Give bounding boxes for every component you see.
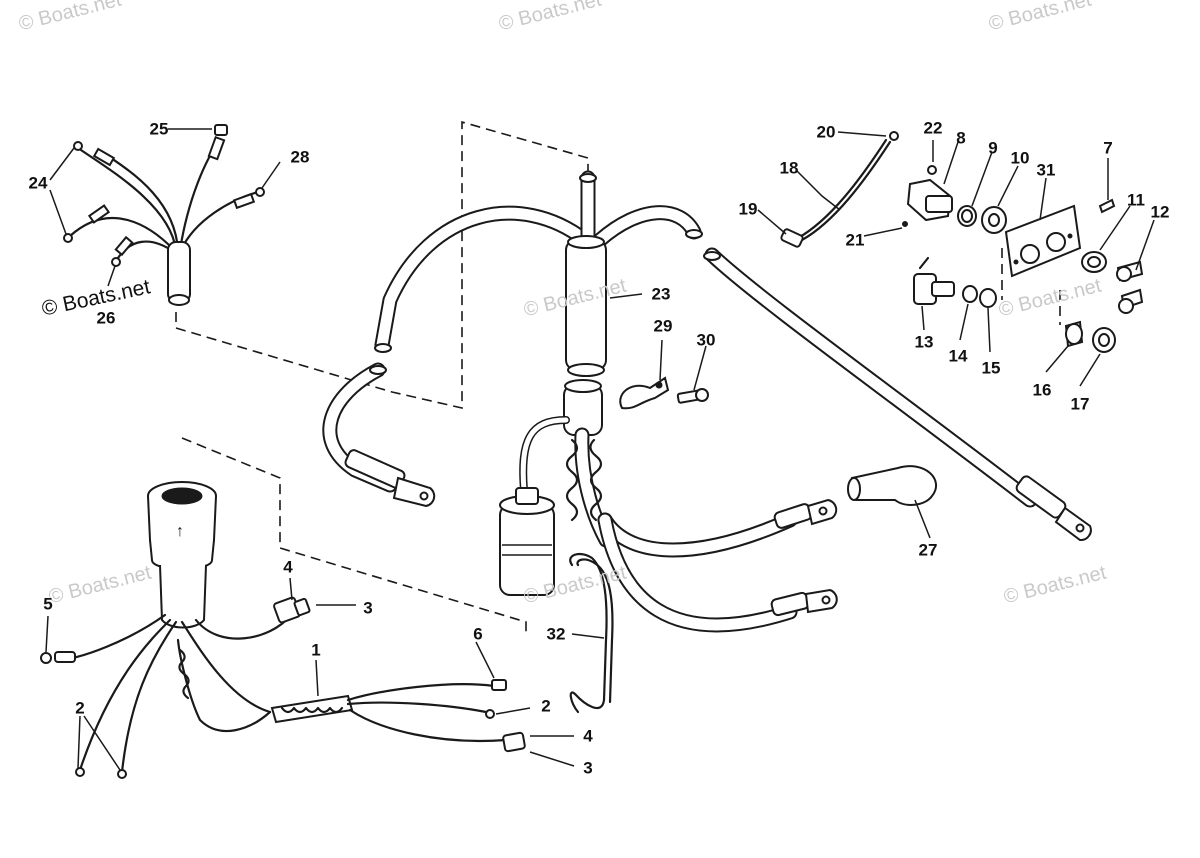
callout-30: 30 xyxy=(696,330,716,350)
cable-clamp xyxy=(619,376,709,410)
lower-harness xyxy=(270,679,526,753)
callout-7: 7 xyxy=(1103,138,1113,158)
callout-23: 23 xyxy=(651,284,671,304)
callout-6: 6 xyxy=(473,624,483,644)
terminal-boot xyxy=(847,465,938,506)
callout-26: 26 xyxy=(96,308,116,328)
support-rod xyxy=(569,552,614,714)
callout-12: 12 xyxy=(1150,202,1170,222)
callout-3: 3 xyxy=(363,598,373,618)
dashed-guide-lines xyxy=(175,120,1061,636)
svg-text:↑: ↑ xyxy=(176,523,184,540)
key-switch-assembly xyxy=(780,131,1144,353)
long-battery-cable xyxy=(703,247,1092,542)
callout-4: 4 xyxy=(583,726,593,746)
callout-27: 27 xyxy=(918,540,938,560)
callout-18: 18 xyxy=(779,158,799,178)
pigtail-harness xyxy=(63,124,265,306)
callout-2: 2 xyxy=(75,698,85,718)
callout-28: 28 xyxy=(290,147,310,167)
harness-connector: ↑ xyxy=(40,481,311,779)
callout-31: 31 xyxy=(1036,160,1056,180)
callout-13: 13 xyxy=(914,332,934,352)
callout-5: 5 xyxy=(43,594,53,614)
callout-24: 24 xyxy=(28,173,48,193)
callout-10: 10 xyxy=(1010,148,1030,168)
callout-29: 29 xyxy=(653,316,673,336)
callout-9: 9 xyxy=(988,138,998,158)
callout-16: 16 xyxy=(1032,380,1052,400)
callout-20: 20 xyxy=(816,122,836,142)
callout-17: 17 xyxy=(1070,394,1090,414)
callout-19: 19 xyxy=(738,199,758,219)
callout-21: 21 xyxy=(845,230,865,250)
callout-1: 1 xyxy=(311,640,321,660)
callout-11: 11 xyxy=(1127,190,1145,210)
callout-32: 32 xyxy=(546,624,566,644)
callout-15: 15 xyxy=(981,358,1001,378)
callout-2: 2 xyxy=(541,696,551,716)
solenoid xyxy=(499,487,555,596)
callout-leaders xyxy=(45,128,1155,771)
callout-8: 8 xyxy=(956,128,966,148)
callout-22: 22 xyxy=(923,118,943,138)
callout-25: 25 xyxy=(149,119,169,139)
callout-14: 14 xyxy=(948,346,968,366)
callout-4: 4 xyxy=(283,557,293,577)
callout-3: 3 xyxy=(583,758,593,778)
main-battery-cable xyxy=(322,170,838,633)
